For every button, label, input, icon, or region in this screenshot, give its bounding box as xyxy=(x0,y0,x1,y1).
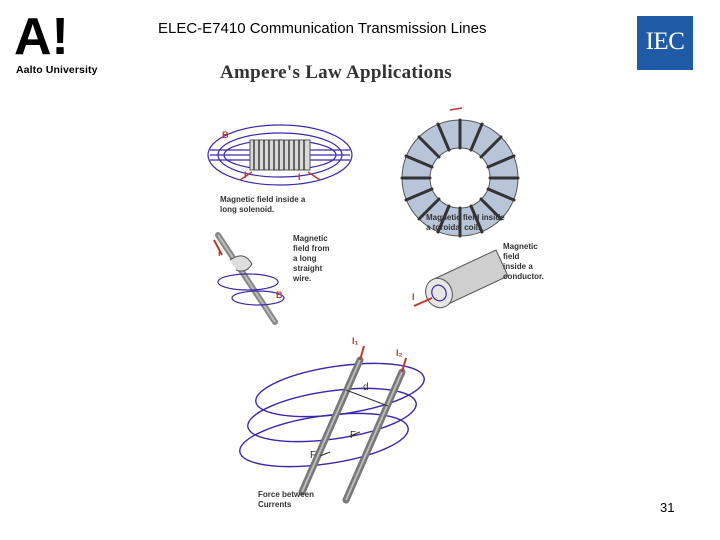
toroid-coil xyxy=(400,107,520,238)
cylindrical-conductor xyxy=(413,249,509,309)
iec-logo: IEC xyxy=(637,16,693,70)
wire-caption-line-2: field from xyxy=(293,244,330,253)
solenoid-current-label-left: I xyxy=(244,170,247,180)
parallel-caption-line-1: Force between xyxy=(258,490,315,499)
parallel-distance-label: d xyxy=(363,382,369,393)
conductor-caption-line-1: Magnetic xyxy=(503,242,538,251)
solenoid-coil xyxy=(239,139,321,181)
conductor-caption-line-4: conductor. xyxy=(503,272,544,281)
wire-caption-line-1: Magnetic xyxy=(293,234,328,243)
page-number: 31 xyxy=(660,500,675,515)
parallel-current-1-label: I₁ xyxy=(352,336,359,346)
parallel-force-1-label: F xyxy=(310,450,317,461)
solenoid-caption-line-2: long solenoid. xyxy=(220,205,275,214)
wire-caption-line-5: wire. xyxy=(293,274,312,283)
figure-drawing xyxy=(207,107,520,504)
ampere-law-figure: Ampere's Law Applications B I I Magnetic… xyxy=(200,60,560,520)
figure-title: Ampere's Law Applications xyxy=(220,62,453,83)
parallel-current-2-label: I₂ xyxy=(396,348,403,358)
conductor-caption-line-3: inside a xyxy=(503,262,533,271)
logo-text: Aalto University xyxy=(16,64,98,76)
course-title: ELEC-E7410 Communication Transmission Li… xyxy=(158,20,487,37)
iec-logo-text: IEC xyxy=(645,28,685,55)
parallel-force-2-label: F xyxy=(350,430,357,441)
logo-letter: A! xyxy=(14,10,69,60)
wire-caption-line-3: a long xyxy=(293,254,317,263)
parallel-caption-line-2: Currents xyxy=(258,500,292,509)
solenoid-b-label: B xyxy=(222,130,229,140)
straight-wire xyxy=(213,232,285,325)
aalto-logo: A! Aalto University xyxy=(14,10,97,76)
toroid-caption-line-2: a toroidal coil. xyxy=(426,223,481,232)
wire-caption-line-4: straight xyxy=(293,264,323,273)
conductor-caption-line-2: field xyxy=(503,252,520,261)
aalto-logo-mark: A! xyxy=(14,10,69,60)
solenoid-caption-line-1: Magnetic field inside a xyxy=(220,195,306,204)
wire-current-label: I xyxy=(218,248,221,258)
solenoid-current-label-right: I xyxy=(298,172,301,182)
toroid-caption-line-1: Magnetic field inside xyxy=(426,213,505,222)
wire-b-label: B xyxy=(276,290,283,300)
conductor-current-label: I xyxy=(412,292,415,302)
parallel-wires xyxy=(239,345,425,504)
